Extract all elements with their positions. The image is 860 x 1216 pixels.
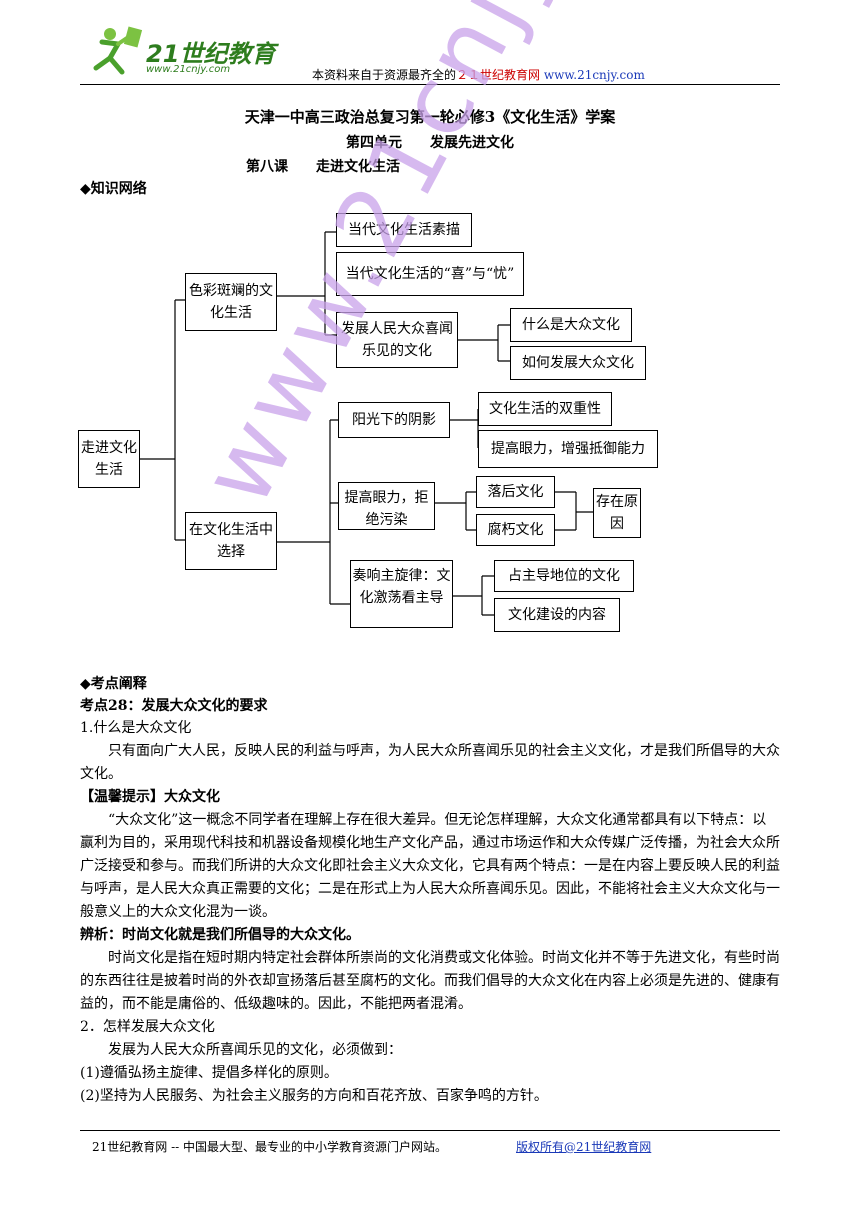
header-divider	[80, 84, 780, 85]
mindmap-node-main-melody: 奏响主旋律：文化激荡看主导	[350, 560, 453, 628]
question-2: 2．怎样发展大众文化	[80, 1019, 215, 1035]
mindmap-node-joy-worry: 当代文化生活的“喜”与“忧”	[336, 252, 524, 296]
unit-title: 第四单元 发展先进文化	[346, 135, 514, 151]
list-item-2: (2)坚持为人民服务、为社会主义服务的方向和百花齐放、百家争鸣的方针。	[80, 1088, 548, 1104]
mindmap-node-backward: 落后文化	[476, 476, 555, 508]
footer-divider	[80, 1130, 780, 1131]
mindmap-branch-choice: 在文化生活中选择	[185, 512, 277, 570]
paragraph-4: 发展为人民大众所喜闻乐见的文化，必须做到：	[108, 1042, 402, 1058]
bianxi-heading: 辨析：时尚文化就是我们所倡导的大众文化。	[80, 927, 360, 943]
paragraph-1: 只有面向广大人民，反映人民的利益与呼声，为人民大众所喜闻乐见的社会主义文化，才是…	[80, 743, 780, 782]
mindmap-node-what-is-popular: 什么是大众文化	[510, 308, 632, 342]
paragraph-3: 时尚文化是指在短时期内特定社会群体所崇尚的文化消费或文化体验。时尚文化并不等于先…	[80, 950, 780, 1012]
header-note: 本资料来自于资源最齐全的２１世纪教育网 www.21cnjy.com	[312, 66, 645, 83]
mindmap-node-how-develop: 如何发展大众文化	[510, 346, 646, 380]
site-logo: 21世纪教育 www.21cnjy.com	[88, 24, 288, 80]
mindmap-node-reject-pollution: 提高眼力，拒绝污染	[338, 482, 435, 530]
header-note-prefix: 本资料来自于资源最齐全的	[312, 68, 457, 82]
lesson-title: 第八课 走进文化生活	[246, 159, 400, 175]
mindmap-node-resist: 提高眼力，增强抵御能力	[478, 430, 658, 468]
footer-copyright-link[interactable]: 版权所有@21世纪教育网	[516, 1140, 652, 1154]
question-1: 1.什么是大众文化	[80, 720, 192, 736]
mindmap-node-shadow: 阳光下的阴影	[338, 402, 450, 438]
mindmap-node-dominant: 占主导地位的文化	[494, 560, 634, 592]
header-note-url[interactable]: www.21cnjy.com	[543, 68, 645, 82]
mindmap-node-reason: 存在原因	[593, 488, 641, 538]
mindmap-node-sketch: 当代文化生活素描	[336, 213, 472, 247]
mindmap-connectors	[140, 231, 593, 616]
mindmap-node-construction: 文化建设的内容	[494, 598, 620, 632]
paragraph-2: “大众文化”这一概念不同学者在理解上存在很大差异。但无论怎样理解，大众文化通常都…	[80, 812, 780, 920]
header-note-highlight: ２１世纪教育网	[456, 68, 541, 82]
page-title: 天津一中高三政治总复习第一轮必修3《文化生活》学案	[244, 108, 616, 126]
mindmap-branch-colorful: 色彩斑斓的文化生活	[185, 273, 277, 331]
runner-logo-icon	[93, 26, 143, 75]
mindmap-node-develop-popular: 发展人民大众喜闻乐见的文化	[336, 312, 458, 368]
tip-heading: 【温馨提示】大众文化	[80, 789, 220, 805]
knowledge-heading: ◆知识网络	[80, 181, 147, 197]
kaodian-28-title: 考点28：发展大众文化的要求	[80, 698, 268, 714]
kaodian-heading: ◆考点阐释	[80, 676, 147, 692]
mindmap-root: 走进文化生活	[78, 430, 140, 488]
logo-text: 21世纪教育	[146, 40, 276, 68]
list-item-1: (1)遵循弘扬主旋律、提倡多样化的原则。	[80, 1065, 338, 1081]
footer-text: 21世纪教育网 -- 中国最大型、最专业的中小学教育资源门户网站。	[92, 1140, 448, 1154]
mindmap-node-duality: 文化生活的双重性	[478, 392, 612, 426]
mindmap-node-decadent: 腐朽文化	[476, 514, 555, 546]
logo-url: www.21cnjy.com	[146, 64, 231, 75]
